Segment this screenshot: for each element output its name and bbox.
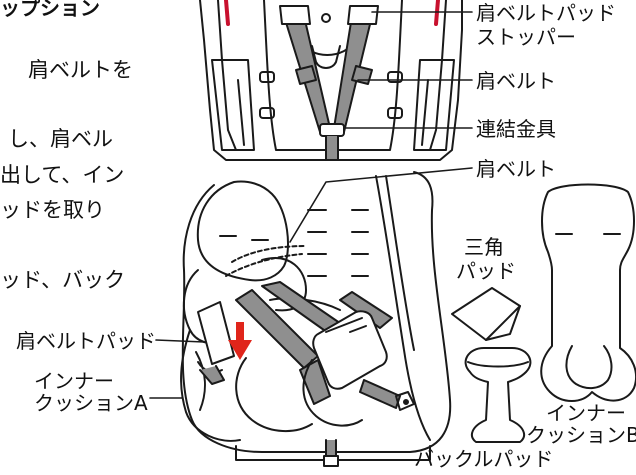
label-shoulder-belt-lower: 肩ベルト (476, 157, 556, 181)
triangle-pad-drawing (451, 287, 521, 341)
label-connector: 連結金具 (476, 117, 556, 141)
instruction-line-5: ッド、バック (0, 268, 126, 292)
label-shoulder-pad-stopper-line2: ストッパー (476, 25, 576, 49)
label-inner-cushion-a-line1: インナー (34, 369, 114, 393)
label-inner-cushion-b-line2: クッションB (526, 423, 636, 447)
instruction-line-4: ッドを取り (0, 198, 105, 222)
label-shoulder-pad-stopper-line1: 肩ベルトパッド (476, 1, 616, 25)
label-triangle-pad-line1: 三角 (464, 235, 504, 259)
label-inner-cushion-a-line2: クッションA (34, 391, 148, 415)
down-arrow-icon (228, 322, 252, 360)
lower-seat-illustration (180, 171, 452, 467)
instruction-line-1: 肩ベルトを (28, 58, 133, 82)
shoulder-belt-pad-drawing (197, 301, 235, 385)
inner-cushion-b-drawing (540, 183, 636, 402)
buckle-pad-drawing (464, 347, 532, 443)
instruction-line-3: 出して、イン (0, 163, 125, 187)
leader-lines (149, 11, 473, 399)
instruction-line-2: し、肩ベル (8, 127, 113, 151)
label-triangle-pad-line2: パッド (456, 259, 516, 283)
section-heading-fragment: ップション (0, 0, 100, 20)
label-shoulder-belt-pad: 肩ベルトパッド (16, 329, 156, 353)
buckle-plate-drawing (235, 310, 415, 433)
label-buckle-pad: バックルパッド (414, 447, 554, 471)
upper-shoulder-belts (279, 5, 379, 161)
label-inner-cushion-b-line1: インナー (546, 401, 626, 425)
label-shoulder-belt-upper: 肩ベルト (476, 69, 556, 93)
